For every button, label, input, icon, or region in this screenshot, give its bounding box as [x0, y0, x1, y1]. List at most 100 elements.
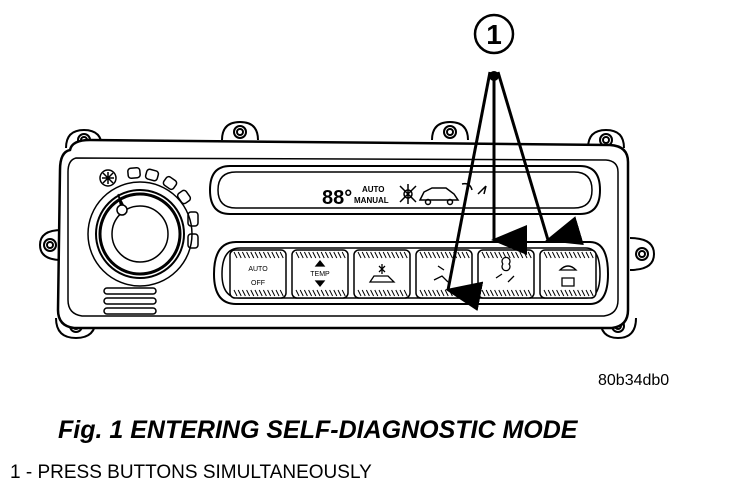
button-texture-line: [262, 289, 267, 297]
button-texture-line: [361, 289, 366, 297]
button-texture-line: [341, 289, 346, 297]
mounting-tab-top-left: [221, 120, 259, 141]
button-texture-line: [386, 251, 391, 259]
button-texture-line: [361, 251, 366, 259]
button-texture-line: [275, 251, 280, 259]
temp-label: TEMP: [310, 271, 330, 278]
button-texture-line: [572, 251, 577, 259]
button-texture-line: [250, 289, 255, 297]
button-texture-line: [519, 289, 524, 297]
callout-circle: [473, 13, 515, 55]
button-texture-line: [485, 251, 490, 259]
fan-icon: [399, 184, 417, 204]
button-texture-line: [432, 289, 437, 297]
fan-small-icon: [501, 256, 511, 272]
button-texture-line: [303, 289, 308, 297]
button-texture-line: [267, 251, 272, 259]
button-texture-line: [543, 289, 548, 297]
button-texture-line: [295, 289, 300, 297]
display-digits: 88°: [322, 187, 352, 209]
button-texture-line: [564, 289, 569, 297]
button-texture-line: [560, 289, 565, 297]
button-texture-line: [378, 251, 383, 259]
rear-defrost-icon: [561, 277, 575, 287]
button-texture-line: [337, 289, 342, 297]
button-texture-line: [329, 251, 334, 259]
button-texture-line: [312, 251, 317, 259]
button-texture-line: [551, 251, 556, 259]
button-texture-line: [271, 251, 276, 259]
button-texture-line: [233, 289, 238, 297]
button-texture-line: [547, 289, 552, 297]
callout-arrow-origin: [489, 71, 499, 81]
mounting-tab-right: [629, 237, 656, 271]
button-texture-line: [485, 289, 490, 297]
buttons-row: AUTO OFF TEMP: [229, 249, 597, 299]
windshield-defrost-icon: [558, 265, 578, 271]
button-texture-line: [551, 289, 556, 297]
button-texture-line: [357, 289, 362, 297]
button-texture-line: [589, 289, 594, 297]
button-texture-line: [316, 289, 321, 297]
button-texture-line: [329, 289, 334, 297]
button-texture-line: [386, 289, 391, 297]
button-texture-line: [423, 251, 428, 259]
callout-arrow-1: [445, 71, 492, 311]
temp-button[interactable]: TEMP: [291, 249, 349, 299]
button-texture-line: [303, 251, 308, 259]
button-texture-line: [436, 289, 441, 297]
button-texture-line: [370, 289, 375, 297]
button-texture-line: [403, 289, 408, 297]
auto-label: AUTO: [248, 266, 268, 273]
defrost-mode-button[interactable]: [477, 249, 535, 299]
button-texture-line: [382, 289, 387, 297]
button-texture-line: [308, 289, 313, 297]
button-texture-line: [320, 289, 325, 297]
button-texture-line: [324, 251, 329, 259]
mode-button[interactable]: [415, 249, 473, 299]
button-texture-line: [498, 289, 503, 297]
display-mode-manual: MANUAL: [354, 196, 389, 205]
button-texture-line: [391, 289, 396, 297]
car-icon: [418, 187, 460, 206]
button-texture-line: [316, 251, 321, 259]
button-texture-line: [568, 289, 573, 297]
button-texture-line: [299, 289, 304, 297]
button-texture-line: [440, 251, 445, 259]
recirculation-button[interactable]: [353, 249, 411, 299]
button-texture-line: [241, 251, 246, 259]
callout-arrow-3: [496, 71, 584, 245]
button-texture-line: [436, 251, 441, 259]
auto-off-button[interactable]: AUTO OFF: [229, 249, 287, 299]
button-texture-line: [444, 251, 449, 259]
callout-number: 1: [486, 19, 502, 50]
button-texture-line: [250, 251, 255, 259]
button-texture-line: [395, 289, 400, 297]
button-texture-line: [267, 289, 272, 297]
legend-text: 1 - PRESS BUTTONS SIMULTANEOUSLY: [10, 462, 372, 483]
button-texture-line: [547, 251, 552, 259]
button-texture-line: [312, 289, 317, 297]
car-icon: [368, 275, 396, 283]
button-texture-line: [246, 251, 251, 259]
button-texture-line: [275, 289, 280, 297]
button-texture-line: [585, 251, 590, 259]
button-texture-line: [457, 251, 462, 259]
button-texture-line: [448, 251, 453, 259]
button-texture-line: [271, 289, 276, 297]
off-label: OFF: [251, 280, 265, 287]
button-texture-line: [461, 251, 466, 259]
temperature-knob[interactable]: [87, 181, 193, 287]
button-texture-line: [427, 251, 432, 259]
button-texture-line: [419, 251, 424, 259]
button-texture-line: [308, 251, 313, 259]
button-texture-line: [527, 251, 532, 259]
button-texture-line: [489, 251, 494, 259]
mounting-tab-left: [38, 229, 63, 261]
button-texture-line: [432, 251, 437, 259]
button-texture-line: [337, 251, 342, 259]
button-texture-line: [560, 251, 565, 259]
button-texture-line: [427, 289, 432, 297]
rear-defrost-button[interactable]: [539, 249, 597, 299]
